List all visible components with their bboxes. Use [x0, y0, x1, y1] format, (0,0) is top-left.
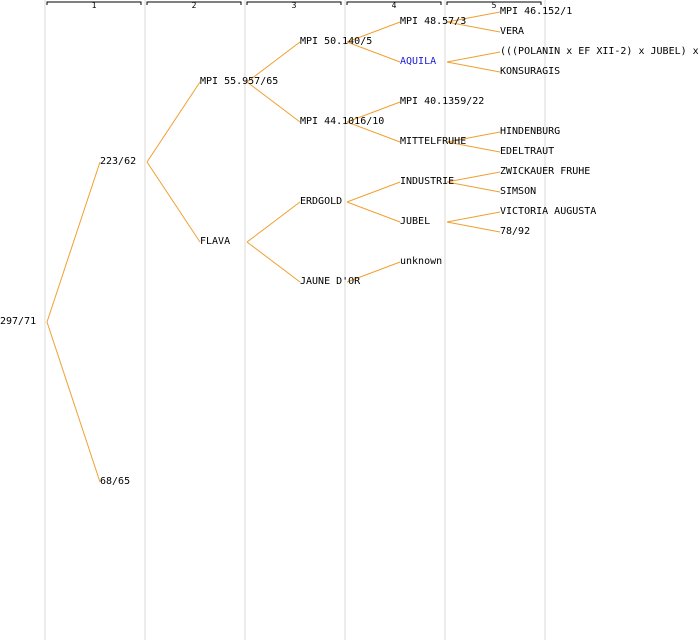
connector-line [446, 21, 501, 33]
generation-number: 3 [291, 1, 297, 10]
generation-bracket [46, 1, 142, 5]
connector-line [446, 211, 501, 223]
pedigree-node: JUBEL [400, 216, 431, 227]
connector-line [46, 321, 101, 483]
column-separator [344, 0, 346, 640]
connector-line [146, 81, 201, 163]
generation-number: 4 [391, 1, 397, 10]
column-separator [244, 0, 246, 640]
pedigree-node: MPI 46.152/1 [500, 6, 573, 17]
pedigree-node: JAUNE D'OR [300, 276, 361, 287]
connector-line [346, 181, 401, 203]
pedigree-node: SIMSON [500, 186, 537, 197]
connector-line [446, 51, 501, 63]
generation-number: 5 [491, 1, 497, 10]
pedigree-node: unknown [400, 256, 443, 267]
generation-bracket [246, 1, 342, 5]
column-separator [444, 0, 446, 640]
column-separator [44, 0, 46, 640]
generation-number: 2 [191, 1, 197, 10]
pedigree-node: VICTORIA AUGUSTA [500, 206, 597, 217]
pedigree-node: 297/71 [0, 316, 37, 327]
connector-line [246, 81, 301, 123]
connector-line [346, 261, 401, 283]
pedigree-node: EDELTRAUT [500, 146, 555, 157]
connector-line [146, 161, 201, 243]
connector-line [446, 11, 501, 23]
pedigree-node: INDUSTRIE [400, 176, 455, 187]
connector-line [246, 41, 301, 83]
pedigree-node: MPI 40.1359/22 [400, 96, 485, 107]
generation-bracket [346, 1, 442, 5]
connector-line [446, 171, 501, 183]
generation-bracket [446, 1, 542, 5]
pedigree-node: 78/92 [500, 226, 531, 237]
pedigree-node: VERA [500, 26, 525, 37]
connector-line [346, 121, 401, 143]
connector-line [446, 131, 501, 143]
connector-line [446, 61, 501, 73]
pedigree-node-link[interactable]: AQUILA [400, 56, 437, 67]
column-separator [544, 0, 546, 640]
connector-line [346, 21, 401, 43]
generation-number: 1 [91, 1, 97, 10]
pedigree-node: ZWICKAUER FRUHE [500, 166, 591, 177]
pedigree-node: MITTELFRUHE [400, 136, 467, 147]
connector-line [346, 101, 401, 123]
connector-line [246, 241, 301, 283]
pedigree-node: MPI 44.1016/10 [300, 116, 385, 127]
pedigree-node: KONSURAGIS [500, 66, 561, 77]
connector-line [346, 41, 401, 63]
connector-line [446, 221, 501, 233]
pedigree-node: 68/65 [100, 476, 131, 487]
connector-line [346, 201, 401, 223]
connector-line [446, 141, 501, 153]
pedigree-node: FLAVA [200, 236, 231, 247]
generation-bracket [146, 1, 242, 5]
pedigree-node: ERDGOLD [300, 196, 343, 207]
pedigree-node: MPI 55.957/65 [200, 76, 279, 87]
connector-line [446, 181, 501, 193]
pedigree-node: MPI 50.140/5 [300, 36, 373, 47]
pedigree-node: MPI 48.57/3 [400, 16, 467, 27]
pedigree-node: 223/62 [100, 156, 137, 167]
pedigree-node: (((POLANIN x EF XII-2) x JUBEL) x [500, 46, 699, 57]
pedigree-node: HINDENBURG [500, 126, 561, 137]
connector-line [246, 201, 301, 243]
column-separator [144, 0, 146, 640]
connector-line [46, 161, 101, 323]
